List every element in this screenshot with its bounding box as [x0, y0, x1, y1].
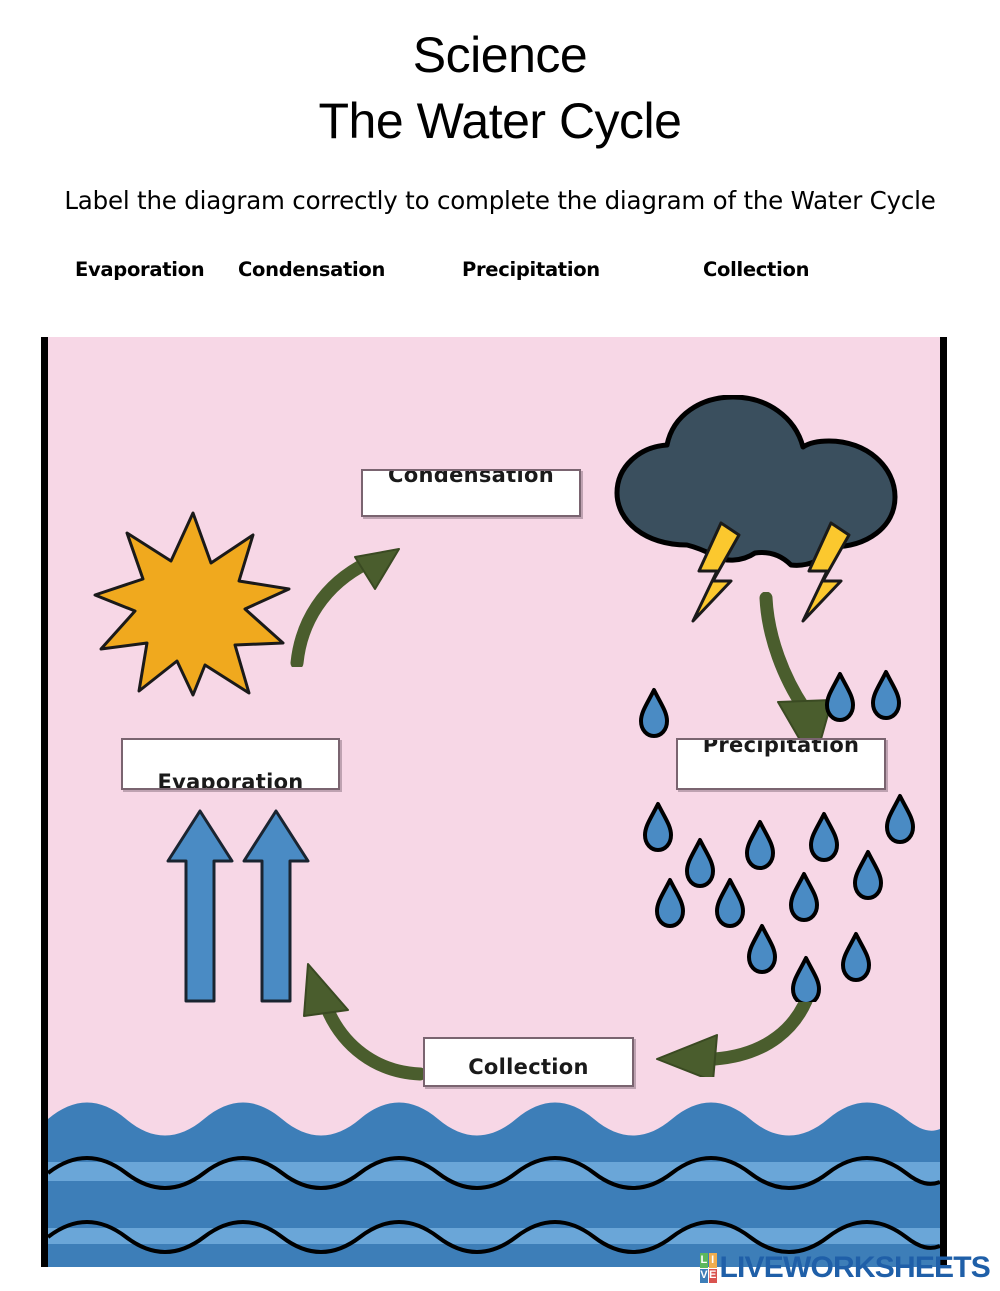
- answer-value-precipitation: Precipitation: [702, 738, 860, 757]
- logo-cell-e: E: [708, 1268, 717, 1283]
- raindrops-graphic: [639, 670, 915, 1002]
- answer-box-condensation[interactable]: Condensation: [361, 469, 581, 517]
- logo-wordmark: LIVEWORKSHEETS: [719, 1251, 991, 1284]
- word-bank-item-evaporation: Evaporation: [75, 258, 205, 281]
- answer-box-collection[interactable]: Collection: [423, 1037, 634, 1087]
- title-line-subject: Science: [412, 27, 588, 83]
- logo-grid-icon: L I V E: [700, 1253, 717, 1283]
- word-bank: Evaporation Condensation Precipitation C…: [60, 258, 890, 292]
- collection-outflow-arrow: [303, 963, 425, 1081]
- evaporation-flow-arrow: [290, 548, 400, 667]
- sun-icon: [93, 511, 291, 697]
- answer-value-collection: Collection: [468, 1055, 589, 1079]
- logo-cell-l: L: [700, 1253, 708, 1268]
- answer-box-evaporation[interactable]: Evaporation: [121, 738, 340, 790]
- storm-cloud-icon: [614, 395, 898, 623]
- ocean-graphic: [48, 1102, 940, 1267]
- logo-cell-v: V: [700, 1268, 708, 1283]
- title-line-topic: The Water Cycle: [318, 93, 682, 149]
- answer-box-precipitation[interactable]: Precipitation: [676, 738, 886, 790]
- word-bank-item-collection: Collection: [703, 258, 810, 281]
- word-bank-item-condensation: Condensation: [238, 258, 386, 281]
- water-cycle-diagram: Condensation Evaporation Precipitation C…: [41, 337, 947, 1267]
- instruction-text: Label the diagram correctly to complete …: [64, 186, 936, 215]
- answer-value-evaporation: Evaporation: [157, 770, 304, 790]
- answer-value-condensation: Condensation: [388, 469, 554, 487]
- evaporation-up-arrows: [166, 809, 310, 1003]
- page-title: Science The Water Cycle: [0, 22, 1000, 154]
- logo-cell-i: I: [708, 1253, 717, 1268]
- word-bank-item-precipitation: Precipitation: [462, 258, 600, 281]
- liveworksheets-logo: L I V E LIVEWORKSHEETS: [700, 1248, 991, 1288]
